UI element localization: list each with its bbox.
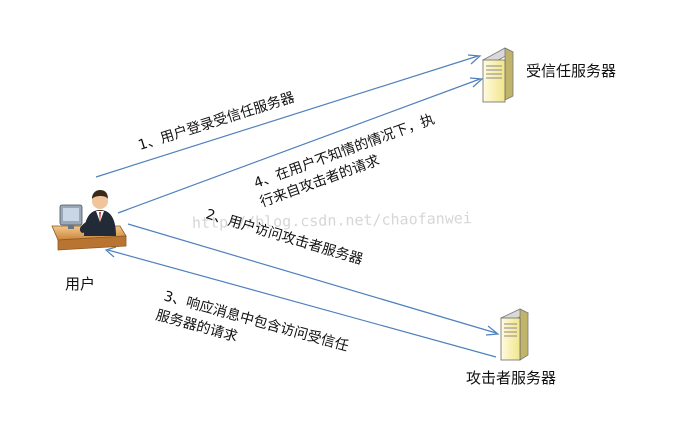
user-at-desk-icon xyxy=(51,190,127,251)
arrows xyxy=(95,54,500,358)
arrowhead-step2 xyxy=(485,325,500,336)
arrowhead-step1 xyxy=(467,54,482,65)
arrow-step2 xyxy=(127,223,497,334)
arrowhead-step3 xyxy=(104,246,117,258)
server-icon-attacker xyxy=(500,308,529,361)
node-label-user: 用户 xyxy=(65,275,95,293)
node-label-attacker-server: 攻击者服务器 xyxy=(466,369,556,387)
arrow-step1 xyxy=(95,55,479,178)
arrow-step3 xyxy=(107,249,497,358)
watermark-text: http://blog.csdn.net/chaofanwei xyxy=(192,209,472,232)
arrow-step4 xyxy=(117,78,481,214)
arrowhead-step4 xyxy=(469,77,484,88)
node-label-trusted-server: 受信任服务器 xyxy=(526,62,616,80)
server-icon-trusted xyxy=(482,47,514,103)
